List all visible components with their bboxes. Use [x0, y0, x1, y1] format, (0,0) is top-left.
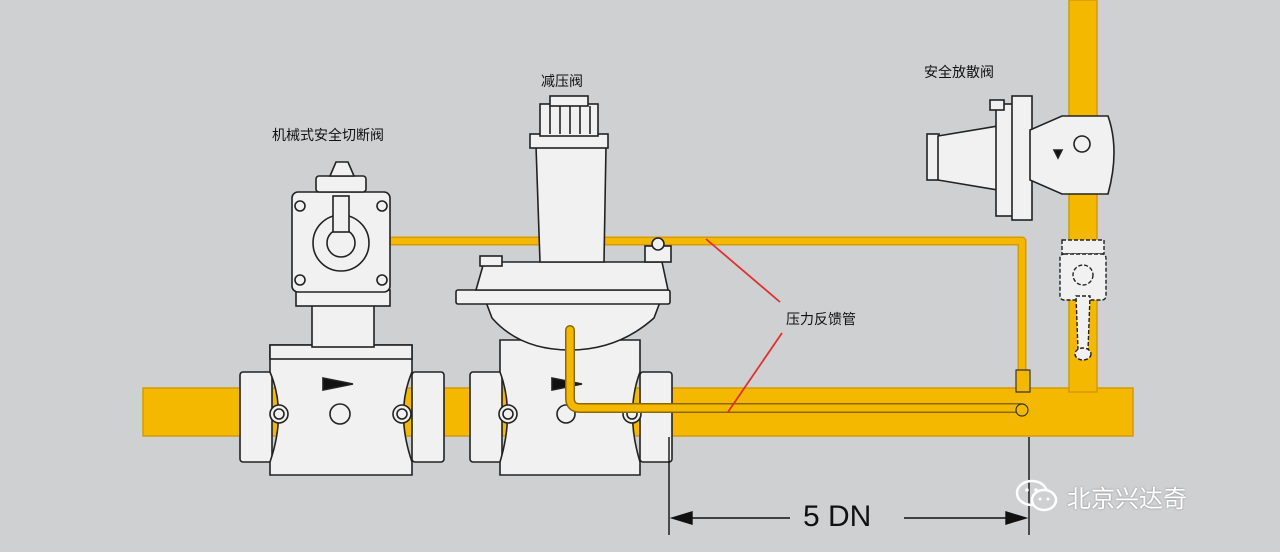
dimension-5dn [668, 437, 1030, 535]
regulator-sensing-tube [565, 325, 1029, 417]
mechanical-shutoff-valve [239, 161, 445, 476]
relief-valve-label: 安全放散阀 [924, 65, 994, 81]
shutoff-valve-label: 机械式安全切断阀 [272, 128, 384, 144]
dimension-label: 5 DN [795, 500, 880, 534]
feedback-pipe-label: 压力反馈管 [786, 312, 856, 328]
feedback-leader-lines [705, 238, 783, 413]
safety-relief-valve [926, 95, 1115, 221]
pressure-regulator [455, 95, 673, 476]
wechat-icon [1015, 479, 1058, 512]
regulator-label: 减压阀 [541, 74, 583, 90]
watermark-text: 北京兴达奇 [1067, 484, 1187, 513]
riser-ball-valve [1059, 239, 1107, 361]
watermark: 北京兴达奇 [1015, 478, 1187, 514]
